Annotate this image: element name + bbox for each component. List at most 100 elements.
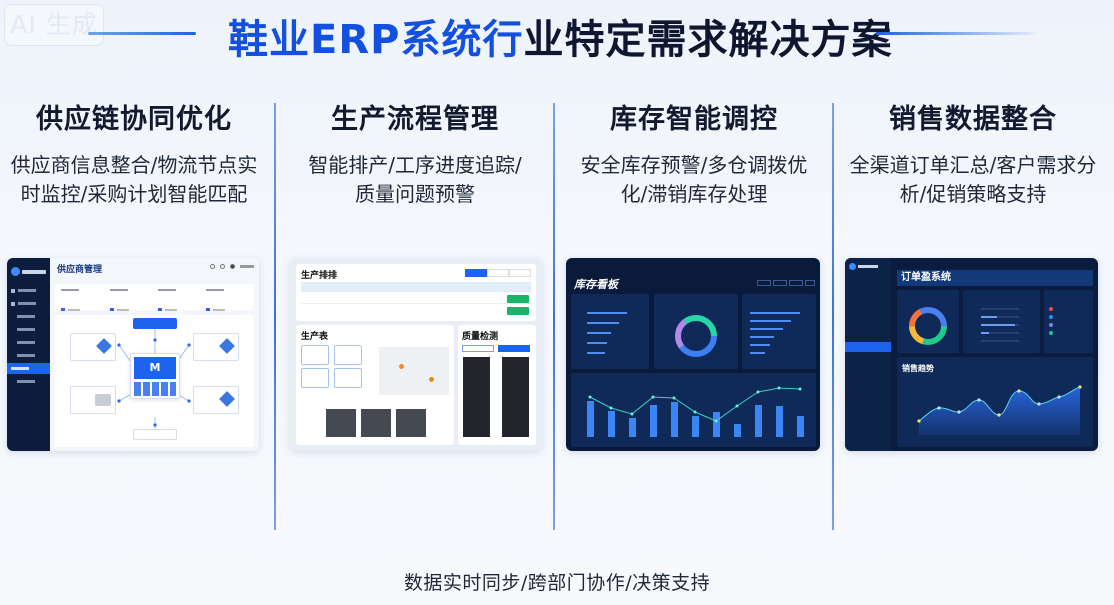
panel-title: 生产表: [301, 332, 329, 342]
column-title: 库存智能调控: [610, 104, 778, 135]
network-lines: [117, 329, 191, 433]
desc-line: 化/滞销库存处理: [620, 182, 768, 206]
filter-buttons: [757, 280, 815, 286]
sidebar-item: [11, 376, 46, 387]
quality-panel: 质量检测: [458, 325, 536, 445]
page-title-highlight: 鞋业ERP系统行: [228, 17, 524, 63]
sidebar: [7, 258, 50, 451]
sidebar-item: [11, 324, 46, 335]
server-rack: [463, 357, 490, 437]
bar-line-combo-chart: [587, 386, 804, 437]
warehouse-bars: [750, 312, 800, 354]
map: [379, 347, 449, 395]
erp-logo: M: [134, 357, 176, 379]
stock-bars: [587, 312, 627, 354]
app-logo-icon: [849, 262, 856, 270]
column-description: 全渠道订单汇总/客户需求分析/促销策略支持: [835, 151, 1111, 209]
trend-panel: 销售趋势: [897, 357, 1093, 447]
table-row: [301, 306, 531, 316]
donut-panel: [654, 294, 738, 369]
desc-line: 质量问题预警: [355, 182, 475, 206]
column-title: 供应链协同优化: [36, 104, 232, 135]
donut-chart: [909, 307, 947, 345]
screen-title: 库存看板: [574, 278, 618, 291]
column-divider: [832, 103, 834, 530]
customer-panel: [1044, 290, 1093, 353]
filter-button[interactable]: [805, 280, 815, 286]
section-title: 销售趋势: [902, 364, 934, 373]
toggle-active[interactable]: [498, 345, 530, 352]
supplier-management-screenshot: 供应商管理 M: [7, 258, 259, 451]
desc-line: 供应商信息整合/物流节点实: [10, 153, 258, 177]
supplier-node: [70, 386, 116, 414]
mini-card: [334, 345, 362, 365]
sidebar: [845, 258, 891, 451]
panel-title: 质量检测: [462, 332, 499, 342]
table-row: [301, 294, 531, 304]
trend-panel: [571, 373, 816, 447]
toggle[interactable]: [462, 345, 494, 352]
screen-title: 供应商管理: [57, 265, 103, 275]
filter-button[interactable]: [789, 280, 803, 286]
column-description: 安全库存预警/多仓调拨优化/滞销库存处理: [556, 151, 832, 209]
status-button[interactable]: [507, 295, 529, 303]
mini-card: [301, 368, 329, 388]
top-node: [133, 318, 177, 329]
sidebar-item-active: [7, 363, 50, 374]
page-title-rest: 业特定需求解决方案: [523, 17, 893, 63]
bottom-node: [133, 429, 177, 440]
mini-card: [334, 368, 362, 388]
column-supply-chain: 供应链协同优化 供应商信息整合/物流节点实时监控/采购计划智能匹配: [0, 100, 268, 209]
column-inventory: 库存智能调控 安全库存预警/多仓调拨优化/滞销库存处理: [556, 100, 832, 209]
warehouse-panel: [742, 294, 816, 369]
supplier-node: [193, 386, 239, 414]
area-chart: [917, 385, 1082, 435]
panel-title: 生产排排: [301, 271, 338, 281]
table-header: [301, 282, 531, 292]
column-divider: [274, 103, 276, 530]
central-erp-node: M: [130, 353, 180, 399]
filter-button[interactable]: [773, 280, 787, 286]
status-button[interactable]: [507, 307, 529, 315]
donut-chart: [675, 315, 717, 357]
sidebar-item: [11, 350, 46, 361]
top-right-icons: [210, 264, 254, 269]
inventory-dashboard-screenshot: 库存看板: [566, 258, 820, 451]
tab-group: [465, 269, 531, 277]
tab-active[interactable]: [465, 269, 487, 277]
tab[interactable]: [509, 269, 531, 277]
screen-title: 订单盈系统: [897, 270, 1093, 286]
production-table-panel: 生产表: [296, 325, 454, 445]
sidebar-item: [11, 285, 46, 296]
desc-line: 安全库存预警/多仓调拨优: [580, 153, 808, 177]
supply-network-diagram: M: [55, 315, 254, 447]
tab[interactable]: [487, 269, 509, 277]
sidebar-item: [11, 311, 46, 322]
sidebar-item: [11, 298, 46, 309]
column-divider: [553, 103, 555, 530]
footer-tagline: 数据实时同步/跨部门协作/决策支持: [403, 572, 711, 594]
desc-line: 时监控/采购计划智能匹配: [20, 182, 248, 206]
bell-icon: [210, 264, 215, 269]
app-logo: [11, 263, 46, 280]
donut-panel: [897, 290, 959, 353]
column-description: 供应商信息整合/物流节点实时监控/采购计划智能匹配: [0, 151, 268, 209]
map-pin-icon: [399, 364, 404, 369]
column-production: 生产流程管理 智能排产/工序进度追踪/质量问题预警: [277, 100, 553, 209]
stats-row: [55, 284, 254, 311]
sidebar-item-active[interactable]: [845, 342, 891, 352]
avatar: [230, 264, 235, 269]
mini-card: [301, 345, 329, 365]
stock-ranking-panel: [571, 294, 649, 369]
column-title: 生产流程管理: [331, 104, 499, 135]
refresh-icon: [220, 264, 225, 269]
column-description: 智能排产/工序进度追踪/质量问题预警: [277, 151, 553, 209]
desc-line: 智能排产/工序进度追踪/: [308, 153, 522, 177]
sidebar-item: [11, 337, 46, 348]
supplier-node: [193, 333, 239, 361]
supplier-node: [70, 333, 116, 361]
ai-generated-badge: AI 生成: [4, 4, 104, 46]
server-rack: [502, 357, 529, 437]
machines-illustration: [326, 409, 426, 437]
filter-button[interactable]: [757, 280, 771, 286]
